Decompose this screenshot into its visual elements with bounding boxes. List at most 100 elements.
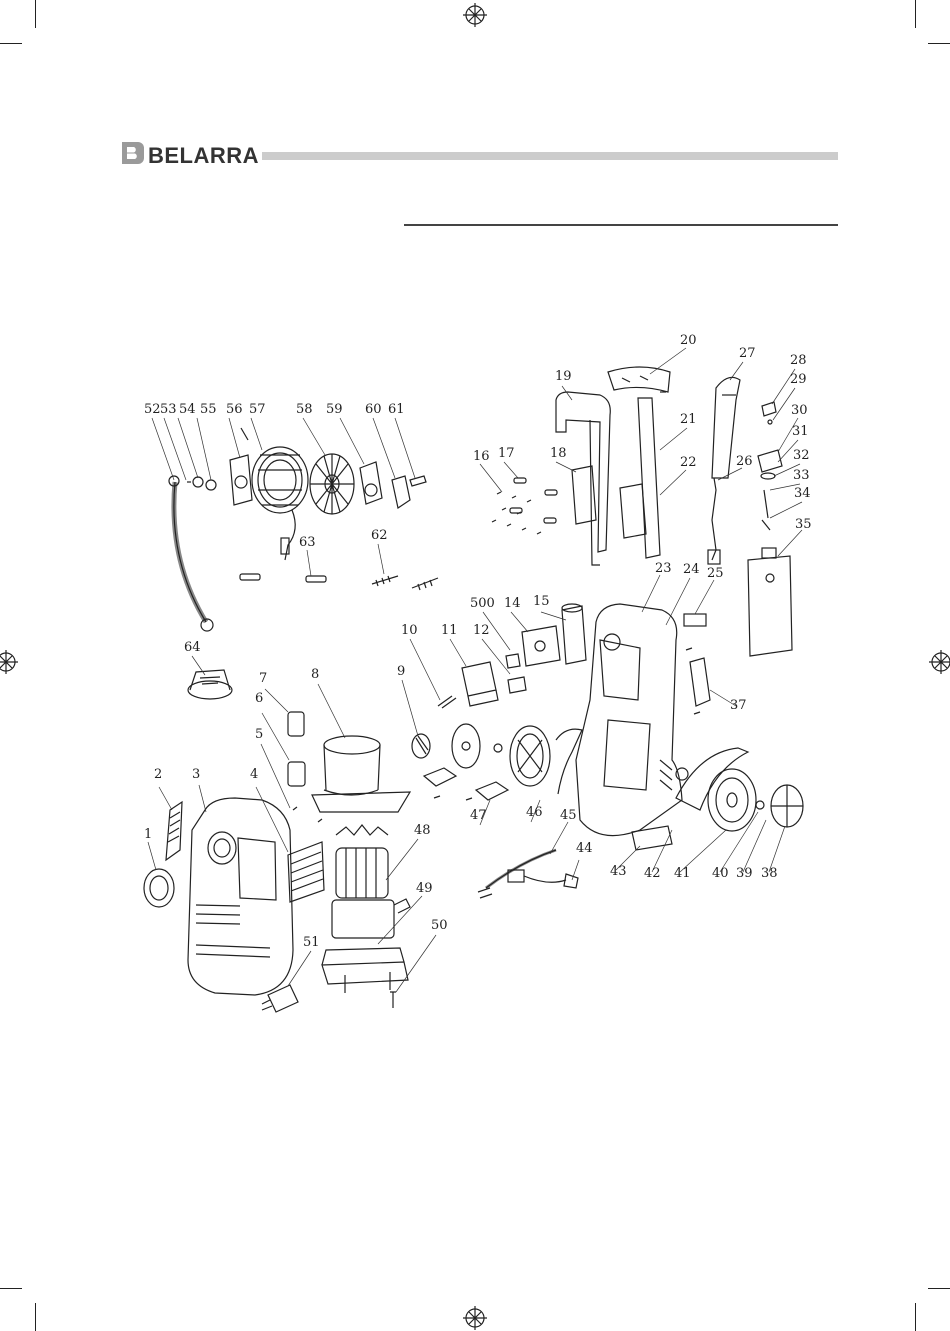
part-19-handle bbox=[556, 392, 610, 565]
part-2-side-grille bbox=[166, 802, 182, 860]
part-number-7: 7 bbox=[259, 672, 267, 685]
part-63-pins bbox=[240, 574, 326, 582]
part-number-41: 41 bbox=[674, 867, 691, 880]
part-number-9: 9 bbox=[397, 665, 405, 678]
part-number-62: 62 bbox=[371, 529, 388, 542]
part-47-brackets bbox=[424, 768, 508, 800]
part-15-cover bbox=[562, 604, 586, 664]
part-number-19: 19 bbox=[555, 370, 572, 383]
part-35-detergent-tank bbox=[748, 548, 792, 656]
part-number-4: 4 bbox=[250, 768, 258, 781]
part-number-48: 48 bbox=[414, 824, 431, 837]
part-number-8: 8 bbox=[311, 668, 319, 681]
part-49-base bbox=[322, 948, 408, 993]
part-number-40: 40 bbox=[712, 867, 729, 880]
part-56-bracket bbox=[230, 428, 252, 505]
part-number-44: 44 bbox=[576, 842, 593, 855]
part-500-clip bbox=[506, 654, 520, 668]
part-number-15: 15 bbox=[533, 595, 550, 608]
part-59-crank-body bbox=[360, 462, 382, 504]
part-number-58: 58 bbox=[296, 403, 313, 416]
part-number-17: 17 bbox=[498, 447, 515, 460]
part-number-33: 33 bbox=[793, 469, 810, 482]
part-number-56: 56 bbox=[226, 403, 243, 416]
part-number-29: 29 bbox=[790, 373, 807, 386]
part-number-64: 64 bbox=[184, 641, 201, 654]
part-number-32: 32 bbox=[793, 449, 810, 462]
part-number-16: 16 bbox=[473, 450, 490, 463]
part-28-34-nozzle bbox=[758, 402, 782, 530]
part-16-17-screws bbox=[492, 478, 557, 534]
part-number-51: 51 bbox=[303, 936, 320, 949]
registration-mark-bottom bbox=[463, 1306, 487, 1330]
part-number-52: 52 bbox=[144, 403, 161, 416]
part-number-53: 53 bbox=[160, 403, 177, 416]
part-41-rear-wheel bbox=[708, 769, 756, 831]
part-38-40-hub bbox=[756, 785, 803, 827]
part-3-front-housing bbox=[188, 798, 293, 995]
part-number-46: 46 bbox=[526, 806, 543, 819]
part-number-27: 27 bbox=[739, 347, 756, 360]
part-number-54: 54 bbox=[179, 403, 196, 416]
part-number-37: 37 bbox=[730, 699, 747, 712]
part-21-22-frame bbox=[638, 392, 666, 558]
part-number-6: 6 bbox=[255, 692, 263, 705]
part-46-front-wheel bbox=[510, 726, 550, 786]
part-51-connector bbox=[262, 985, 298, 1012]
part-46-hub-plate bbox=[452, 724, 502, 768]
part-number-42: 42 bbox=[644, 867, 661, 880]
part-number-23: 23 bbox=[655, 562, 672, 575]
part-number-49: 49 bbox=[416, 882, 433, 895]
part-number-59: 59 bbox=[326, 403, 343, 416]
part-48-motor bbox=[332, 825, 410, 938]
part-number-61: 61 bbox=[388, 403, 405, 416]
part-64-cap bbox=[188, 670, 232, 699]
part-number-2: 2 bbox=[154, 768, 162, 781]
part-23-24-main-body bbox=[576, 604, 688, 836]
part-number-21: 21 bbox=[680, 413, 697, 426]
part-50-screw bbox=[390, 992, 396, 1008]
part-number-22: 22 bbox=[680, 456, 697, 469]
part-number-35: 35 bbox=[795, 518, 812, 531]
part-number-25: 25 bbox=[707, 567, 724, 580]
part-number-57: 57 bbox=[249, 403, 266, 416]
part-number-500: 500 bbox=[470, 597, 495, 610]
part-number-26: 26 bbox=[736, 455, 753, 468]
part-11-switch-box bbox=[462, 662, 498, 706]
part-25-label bbox=[684, 614, 706, 626]
part-12-clip bbox=[508, 677, 526, 693]
part-60-61-handle bbox=[392, 476, 426, 508]
part-number-5: 5 bbox=[255, 728, 263, 741]
part-number-50: 50 bbox=[431, 919, 448, 932]
part-44-45-power-cord bbox=[478, 850, 578, 898]
part-number-45: 45 bbox=[560, 809, 577, 822]
part-number-12: 12 bbox=[473, 624, 490, 637]
part-number-20: 20 bbox=[680, 334, 697, 347]
part-10-pin bbox=[438, 696, 456, 708]
part-43-label-plate bbox=[632, 826, 672, 850]
part-number-18: 18 bbox=[550, 447, 567, 460]
part-number-47: 47 bbox=[470, 809, 487, 822]
part-37-clip bbox=[686, 648, 710, 714]
part-number-28: 28 bbox=[790, 354, 807, 367]
part-8-motor-cover bbox=[312, 736, 410, 812]
part-number-11: 11 bbox=[441, 624, 458, 637]
part-58-reel-disk bbox=[310, 454, 354, 514]
part-18-bracket bbox=[572, 466, 646, 538]
part-number-38: 38 bbox=[761, 867, 778, 880]
part-number-14: 14 bbox=[504, 597, 521, 610]
part-9-knob bbox=[412, 734, 430, 758]
part-number-3: 3 bbox=[192, 768, 200, 781]
part-number-24: 24 bbox=[683, 563, 700, 576]
part-62-screws bbox=[372, 576, 438, 590]
part-26-lance bbox=[708, 478, 720, 564]
part-53-55-fittings bbox=[187, 477, 216, 490]
part-number-55: 55 bbox=[200, 403, 217, 416]
registration-mark-top bbox=[463, 3, 487, 27]
part-number-60: 60 bbox=[365, 403, 382, 416]
part-52-hose bbox=[169, 476, 213, 631]
part-1-ring bbox=[144, 869, 174, 907]
part-number-39: 39 bbox=[736, 867, 753, 880]
part-number-63: 63 bbox=[299, 536, 316, 549]
